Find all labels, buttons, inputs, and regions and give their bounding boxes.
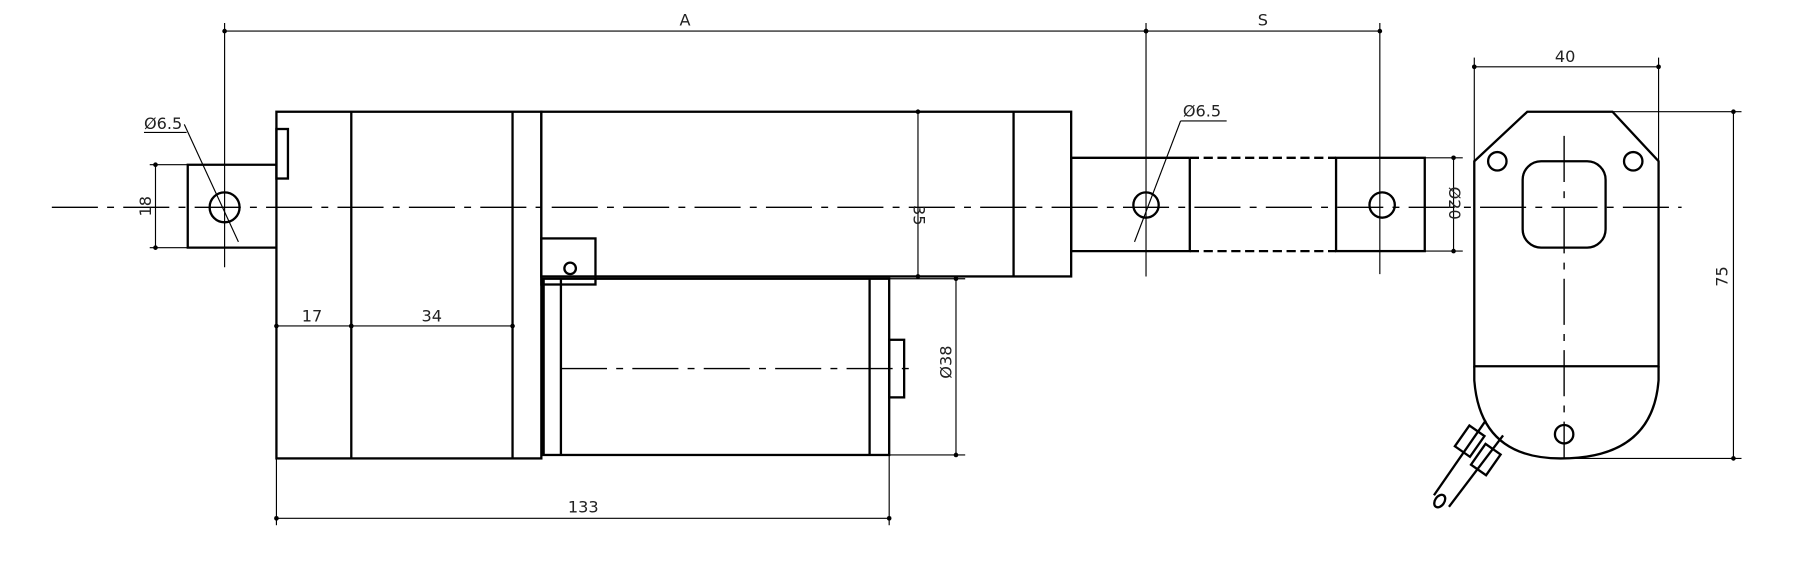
dim-a-label: A [680, 10, 691, 29]
clevis-width-label: 18 [136, 196, 155, 217]
gearbox-housing: 17 34 [274, 110, 543, 460]
rear-clevis: Ø6.5 18 [136, 114, 277, 250]
dimension-133: 133 [274, 454, 892, 526]
motor-bracket [540, 237, 597, 286]
rear-mount-hole [208, 191, 241, 224]
tube-height-label: 35 [909, 205, 928, 226]
dim-34-label: 34 [422, 306, 443, 325]
dimension-a: A [222, 10, 1149, 268]
rear-hole-label: Ø6.5 [144, 114, 182, 133]
motor-diameter-label: Ø38 [936, 346, 955, 379]
outer-tube: 35 [540, 109, 1073, 279]
end-height-label: 75 [1713, 266, 1732, 287]
extension-rod: Ø6.5 Ø20 [1070, 101, 1464, 254]
front-mount-hole-retracted [1132, 191, 1160, 219]
front-hole-label: Ø6.5 [1183, 101, 1221, 120]
dim-s-label: S [1258, 10, 1268, 29]
dim-17-label: 17 [302, 306, 323, 325]
cable-icon [1433, 419, 1504, 509]
front-mount-hole-extended [1368, 191, 1396, 219]
rod-diameter-label: Ø20 [1445, 187, 1464, 220]
motor: Ø38 [542, 276, 966, 458]
dimension-s: S [1143, 10, 1383, 277]
end-view: 40 75 [1433, 47, 1742, 509]
end-width-label: 40 [1555, 47, 1576, 66]
body-length-label: 133 [568, 498, 599, 517]
